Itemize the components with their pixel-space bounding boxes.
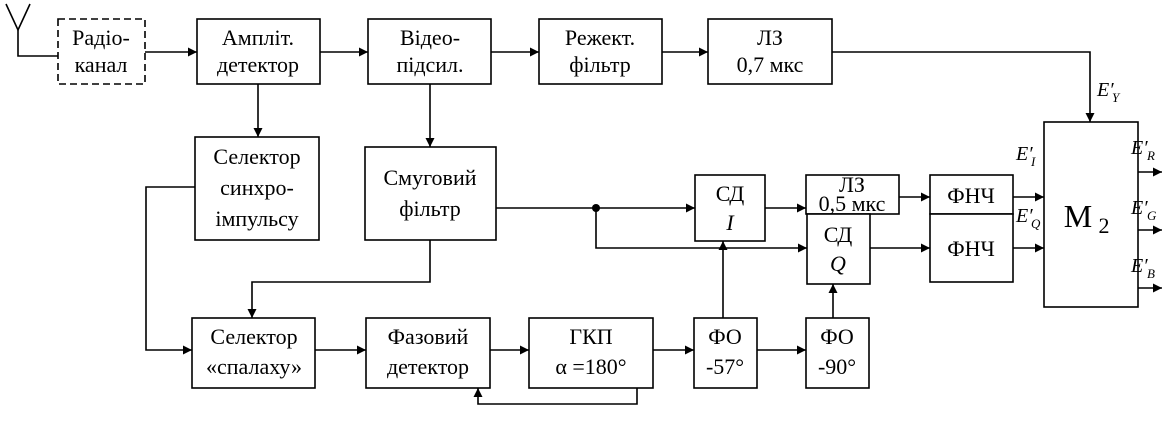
block-label-sub: 2 <box>1099 213 1110 238</box>
block-label: детектор <box>387 354 469 379</box>
block-label: Режект. <box>565 25 635 50</box>
block-sync-detector-i: СД I <box>694 174 766 242</box>
block-label: канал <box>75 52 128 77</box>
block-label: СД <box>824 222 853 247</box>
block-delay-line-07: ЛЗ 0,7 мкс <box>707 18 833 85</box>
signal-label-eq: E′ Q <box>1015 205 1041 231</box>
block-label: синхро- <box>220 175 294 200</box>
antenna-icon <box>5 3 58 57</box>
block-sync-selector: Селектор синхро- імпульсу <box>194 136 320 241</box>
block-label: α =180° <box>555 354 626 379</box>
block-label: Відео- <box>400 25 460 50</box>
wire-bandfilter-to-sdq <box>595 208 807 253</box>
block-radio-channel: Радіо- канал <box>57 18 146 85</box>
svg-text:E′: E′ <box>1096 79 1114 101</box>
block-label: -57° <box>706 354 744 379</box>
block-amplitude-detector: Ампліт. детектор <box>196 18 321 85</box>
block-label: ФО <box>708 324 742 349</box>
block-phase-detector: Фазовий детектор <box>365 317 491 389</box>
block-label: -90° <box>818 354 856 379</box>
block-label: I <box>725 210 735 235</box>
svg-text:B: B <box>1147 266 1155 281</box>
block-label: Ампліт. <box>222 25 294 50</box>
wire-bandfilter-to-burstsel <box>247 240 431 318</box>
signal-label-ey: E′ Y <box>1096 79 1121 105</box>
svg-text:G: G <box>1147 208 1157 223</box>
block-label: імпульсу <box>215 206 298 231</box>
block-label: СД <box>716 181 745 206</box>
svg-text:E′: E′ <box>1015 143 1033 165</box>
block-notch-filter: Режект. фільтр <box>538 18 663 85</box>
block-reference-oscillator: ГКП α =180° <box>528 317 654 389</box>
block-label: Радіо- <box>72 25 130 50</box>
signal-label-eg: E′ G <box>1130 197 1157 223</box>
block-label: ГКП <box>569 324 612 349</box>
block-label: детектор <box>217 52 299 77</box>
wire-osc-feedback <box>473 388 638 405</box>
block-label: фільтр <box>399 196 460 221</box>
block-label: ЛЗ <box>839 172 865 197</box>
wire-syncsel-to-burstsel <box>145 186 195 355</box>
block-label: Селектор <box>213 144 300 169</box>
wire-delay07-to-matrix <box>832 51 1095 122</box>
block-band-filter: Смуговий фільтр <box>364 146 497 241</box>
block-lpf-2: ФНЧ <box>929 213 1014 283</box>
block-phase-shifter-57: ФО -57° <box>693 317 758 389</box>
svg-text:E′: E′ <box>1130 137 1148 159</box>
block-label: ФНЧ <box>947 236 995 261</box>
block-label: фільтр <box>569 52 630 77</box>
svg-text:E′: E′ <box>1015 205 1033 227</box>
svg-text:Y: Y <box>1112 90 1121 105</box>
block-label: підсил. <box>396 52 463 77</box>
block-label: 0,7 мкс <box>737 52 804 77</box>
block-label: ЛЗ <box>757 25 783 50</box>
block-label: Q <box>830 251 846 276</box>
block-label: ФО <box>820 324 854 349</box>
block-phase-shifter-90: ФО -90° <box>805 317 870 389</box>
block-label: 0,5 мкс <box>819 191 886 216</box>
block-label: Смуговий <box>383 165 476 190</box>
block-matrix: M 2 <box>1043 121 1139 308</box>
connections <box>145 47 1162 405</box>
block-sync-detector-q: СД Q <box>806 213 871 285</box>
signal-label-er: E′ R <box>1130 137 1155 163</box>
signal-label-eb: E′ B <box>1130 255 1155 281</box>
svg-text:E′: E′ <box>1130 255 1148 277</box>
svg-text:Q: Q <box>1031 216 1041 231</box>
block-delay-line-05: ЛЗ 0,5 мкс <box>805 172 900 216</box>
signal-label-ei: E′ I <box>1015 143 1036 169</box>
block-label: Селектор <box>210 324 297 349</box>
block-label: ФНЧ <box>947 183 995 208</box>
svg-text:R: R <box>1146 148 1155 163</box>
block-burst-selector: Селектор «спалаху» <box>191 317 316 389</box>
block-label: «спалаху» <box>206 354 302 379</box>
svg-text:E′: E′ <box>1130 197 1148 219</box>
block-video-amplifier: Відео- підсил. <box>367 18 492 85</box>
svg-text:I: I <box>1030 154 1036 169</box>
junction-dot <box>592 204 600 212</box>
block-label: M <box>1064 198 1092 234</box>
block-label: Фазовий <box>388 324 469 349</box>
block-lpf-1: ФНЧ <box>929 174 1014 215</box>
